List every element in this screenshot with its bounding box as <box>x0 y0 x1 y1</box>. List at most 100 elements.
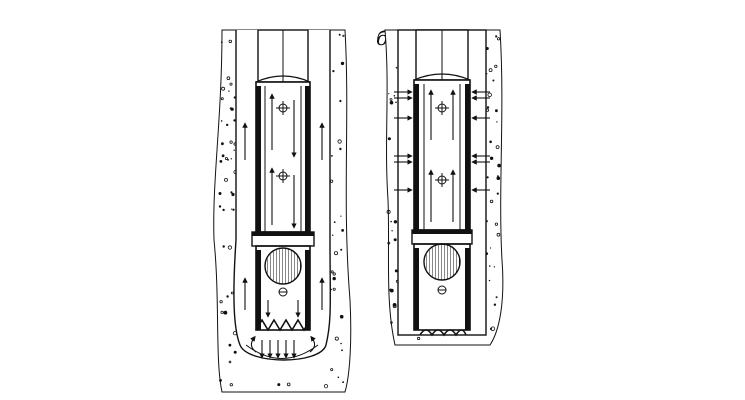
rock-speckle <box>486 176 489 179</box>
rock-speckle <box>218 192 222 195</box>
panel-a-lower-left-wall <box>256 250 261 330</box>
panel-a-barrel-top <box>255 75 311 83</box>
rock-speckle <box>489 265 491 267</box>
rock-speckle <box>232 208 235 211</box>
panel-b-barrel-left-wall <box>414 84 419 230</box>
rock-speckle <box>489 140 492 144</box>
rock-speckle <box>490 326 496 332</box>
rock-speckle <box>496 232 501 237</box>
rock-speckle <box>416 336 421 341</box>
rock-speckle <box>286 382 291 387</box>
rock-speckle <box>221 142 224 146</box>
rock-speckle <box>393 238 397 242</box>
rock-speckle <box>340 61 345 66</box>
rock-speckle <box>340 342 342 345</box>
rock-speckle <box>228 39 232 44</box>
rock-speckle <box>231 208 233 210</box>
rock-speckle <box>395 101 397 104</box>
rock-speckle <box>323 384 329 389</box>
panel-b: б) <box>376 26 504 346</box>
rock-speckle <box>334 336 339 341</box>
rock-speckle <box>392 303 397 307</box>
rock-speckle <box>342 34 345 37</box>
rock-speckle <box>332 234 334 236</box>
rock-speckle <box>488 68 493 72</box>
rock-speckle <box>337 139 342 144</box>
rock-speckle <box>493 303 497 306</box>
rock-speckle <box>231 192 235 197</box>
rock-speckle <box>224 177 228 182</box>
rock-speckle <box>228 360 232 364</box>
rock-speckle <box>339 99 342 103</box>
panel-a-cross-markers <box>276 101 290 183</box>
panel-b-barrel-top <box>413 73 471 81</box>
rock-speckle <box>332 287 336 291</box>
rock-speckle <box>222 208 225 212</box>
rock-speckle <box>330 368 334 372</box>
rock-speckle <box>233 149 235 151</box>
rock-speckle <box>495 296 498 299</box>
rock-speckle <box>221 154 225 158</box>
rock-speckle <box>220 97 224 101</box>
rock-speckle <box>486 106 490 109</box>
rock-speckle <box>226 123 229 127</box>
rock-speckle <box>394 269 398 273</box>
rock-speckle <box>233 350 237 354</box>
rock-speckle <box>493 266 496 268</box>
rock-speckle <box>389 98 393 101</box>
rock-speckle <box>492 79 495 82</box>
rock-speckle <box>340 215 342 217</box>
rock-speckle <box>341 229 344 232</box>
rock-speckle <box>489 199 494 204</box>
rock-speckle <box>342 381 344 384</box>
rock-speckle <box>339 147 342 151</box>
rock-speckle <box>393 220 398 224</box>
panel-b-inner-flow-arrows <box>428 89 456 222</box>
rock-speckle <box>494 64 498 68</box>
rock-speckle <box>340 248 343 251</box>
rock-speckle <box>220 120 223 122</box>
rock-speckle <box>386 209 391 214</box>
panel-b-ball-valve <box>423 243 461 281</box>
panel-b-drill-crown <box>419 329 467 337</box>
rock-speckle <box>487 92 492 97</box>
rock-speckle <box>495 109 498 113</box>
rock-speckle <box>332 70 335 73</box>
rock-speckle <box>229 140 233 144</box>
rock-speckle <box>224 156 228 160</box>
rock-speckle <box>332 276 336 281</box>
rock-speckle <box>337 376 340 379</box>
rock-speckle <box>229 82 233 86</box>
rock-speckle <box>333 221 336 224</box>
rock-speckle <box>330 270 334 274</box>
rock-speckle <box>277 383 281 387</box>
rock-speckle <box>226 295 229 298</box>
rock-speckle <box>338 33 341 36</box>
rock-speckle <box>388 93 390 95</box>
panel-a-barrel-right-wall <box>305 86 310 232</box>
panel-a-drill-crown <box>255 318 311 332</box>
rock-speckle <box>229 345 231 347</box>
rock-speckle <box>494 222 498 226</box>
rock-speckle <box>489 247 492 249</box>
rock-speckle <box>230 191 233 194</box>
rock-speckle <box>331 155 333 157</box>
rock-speckle <box>227 245 232 250</box>
rock-speckle <box>393 95 396 97</box>
rock-speckle <box>496 37 501 41</box>
rock-speckle <box>390 220 392 223</box>
panel-a-ball-valve <box>264 247 302 285</box>
panel-b-lower-left-wall <box>414 248 419 330</box>
rock-speckle <box>387 241 391 245</box>
panel-a-annulus-arrows <box>242 122 325 359</box>
rock-speckle <box>495 145 500 150</box>
panel-b-valve-seat <box>412 230 472 234</box>
rock-speckle <box>229 383 233 387</box>
rock-speckle <box>339 314 344 319</box>
rock-speckle <box>218 205 222 208</box>
panel-a: а) <box>213 26 352 393</box>
panel-b-cross-markers <box>435 101 449 187</box>
rock-speckle <box>496 176 501 180</box>
rock-speckle <box>220 310 224 314</box>
